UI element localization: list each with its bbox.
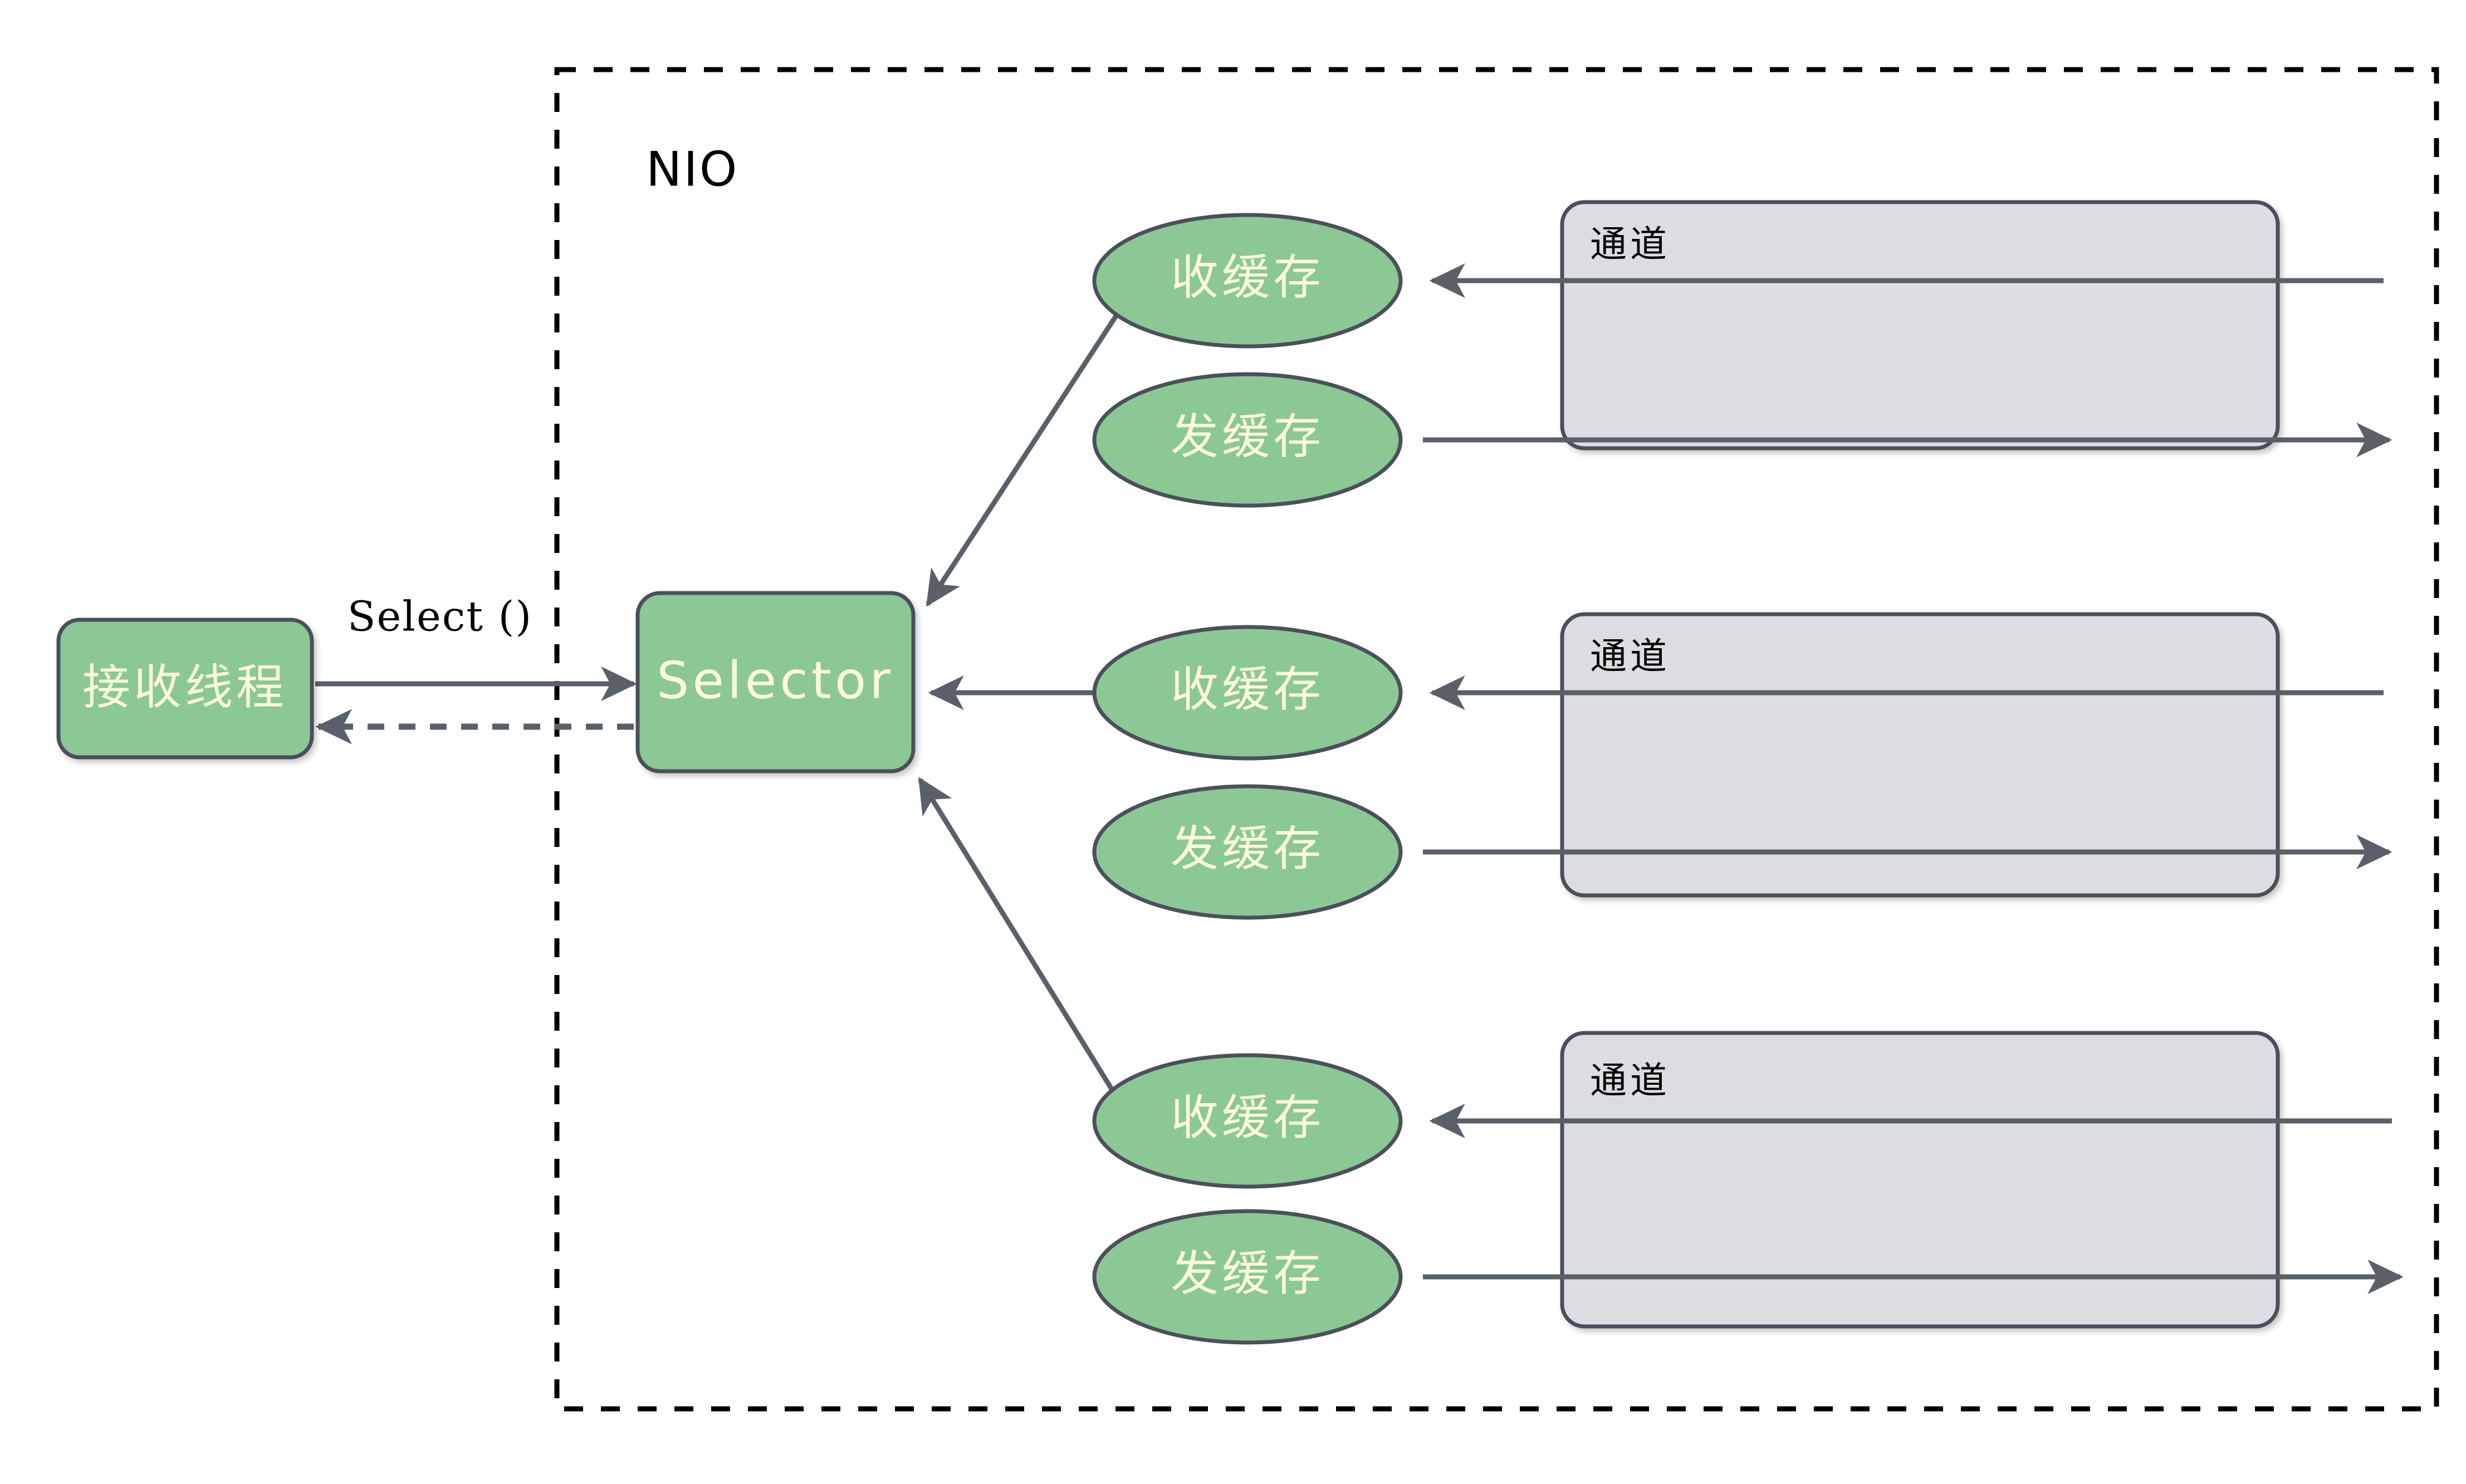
receive-thread-box[interactable]: [56, 618, 314, 760]
selector-label: Selector: [657, 650, 894, 710]
recv-buffer-label-1: 收缓存: [1171, 249, 1324, 305]
send-buffer-label-3: 发缓存: [1171, 1246, 1324, 1301]
recv-to-selector-line-3[interactable]: [918, 777, 1116, 1094]
send-buffer-label-1: 发缓存: [1171, 409, 1324, 464]
receive-thread-label: 接收线程: [82, 659, 287, 715]
channel-box-1[interactable]: [1560, 200, 2280, 450]
send-buffer-2[interactable]: [1092, 784, 1403, 920]
channel-label-2: 通道: [1590, 635, 1670, 678]
selector-box[interactable]: [635, 591, 916, 773]
recv-buffer-label-3: 收缓存: [1171, 1090, 1324, 1145]
select-call-label: Select (): [348, 592, 532, 640]
channel-box-2[interactable]: [1560, 612, 2280, 898]
channel-label-3: 通道: [1590, 1059, 1670, 1102]
channel-label-1: 通道: [1590, 223, 1670, 266]
nio-boundary-label: NIO: [646, 141, 738, 197]
recv-buffer-2[interactable]: [1092, 625, 1403, 761]
recv-buffer-3[interactable]: [1092, 1053, 1403, 1189]
send-buffer-1[interactable]: [1092, 372, 1403, 508]
nio-boundary: [554, 67, 2439, 1412]
recv-buffer-label-2: 收缓存: [1171, 662, 1324, 717]
recv-buffer-1[interactable]: [1092, 213, 1403, 349]
recv-to-selector-line-1[interactable]: [926, 307, 1123, 607]
send-buffer-label-2: 发缓存: [1171, 821, 1324, 876]
channel-box-3[interactable]: [1560, 1031, 2280, 1329]
send-buffer-3[interactable]: [1092, 1209, 1403, 1345]
